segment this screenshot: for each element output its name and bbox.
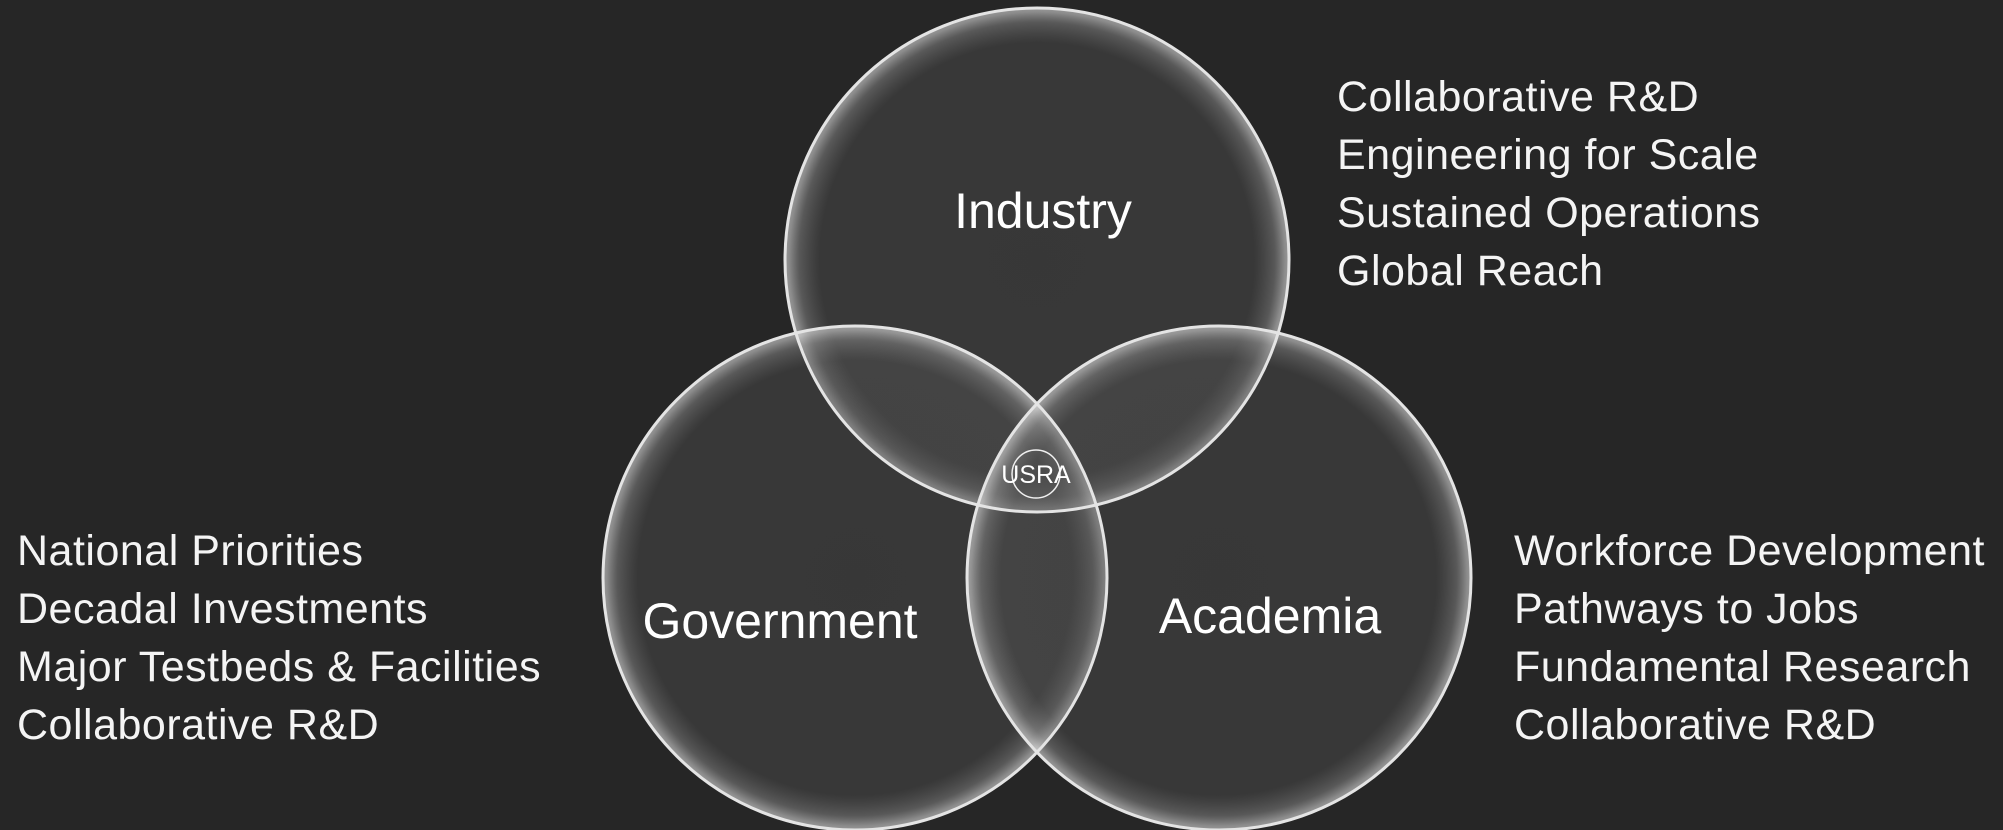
rim-academia (966, 325, 1472, 830)
outline-industry (783, 6, 1291, 514)
industry-attribute-item: Collaborative R&D (1337, 73, 1700, 121)
label-industry: Industry (954, 183, 1132, 239)
government-attributes-list: National Priorities Decadal Investments … (17, 522, 541, 754)
usra-logo-text: USRA (1001, 461, 1071, 489)
government-attribute-item: Major Testbeds & Facilities (17, 643, 542, 691)
government-attribute-item: Collaborative R&D (17, 701, 380, 749)
outline-academia (965, 324, 1473, 830)
government-attribute-item: National Priorities (17, 527, 364, 575)
label-government: Government (642, 593, 917, 649)
industry-attribute-item: Sustained Operations (1337, 189, 1761, 237)
academia-attribute-item: Workforce Development (1514, 527, 1985, 575)
academia-attribute-item: Pathways to Jobs (1514, 585, 1860, 633)
academia-attributes-list: Workforce Development Pathways to Jobs F… (1514, 522, 1985, 754)
usra-logo: USRA (1001, 449, 1071, 499)
rim-government (602, 325, 1108, 830)
industry-attributes-list: Collaborative R&D Engineering for Scale … (1337, 68, 1761, 300)
industry-attribute-item: Engineering for Scale (1337, 131, 1759, 179)
academia-attribute-item: Collaborative R&D (1514, 701, 1877, 749)
outline-government (601, 324, 1109, 830)
government-attribute-item: Decadal Investments (17, 585, 429, 633)
industry-attribute-item: Global Reach (1337, 247, 1604, 295)
label-academia: Academia (1159, 588, 1382, 644)
academia-attribute-item: Fundamental Research (1514, 643, 1971, 691)
usra-logo-ring (1011, 449, 1061, 499)
